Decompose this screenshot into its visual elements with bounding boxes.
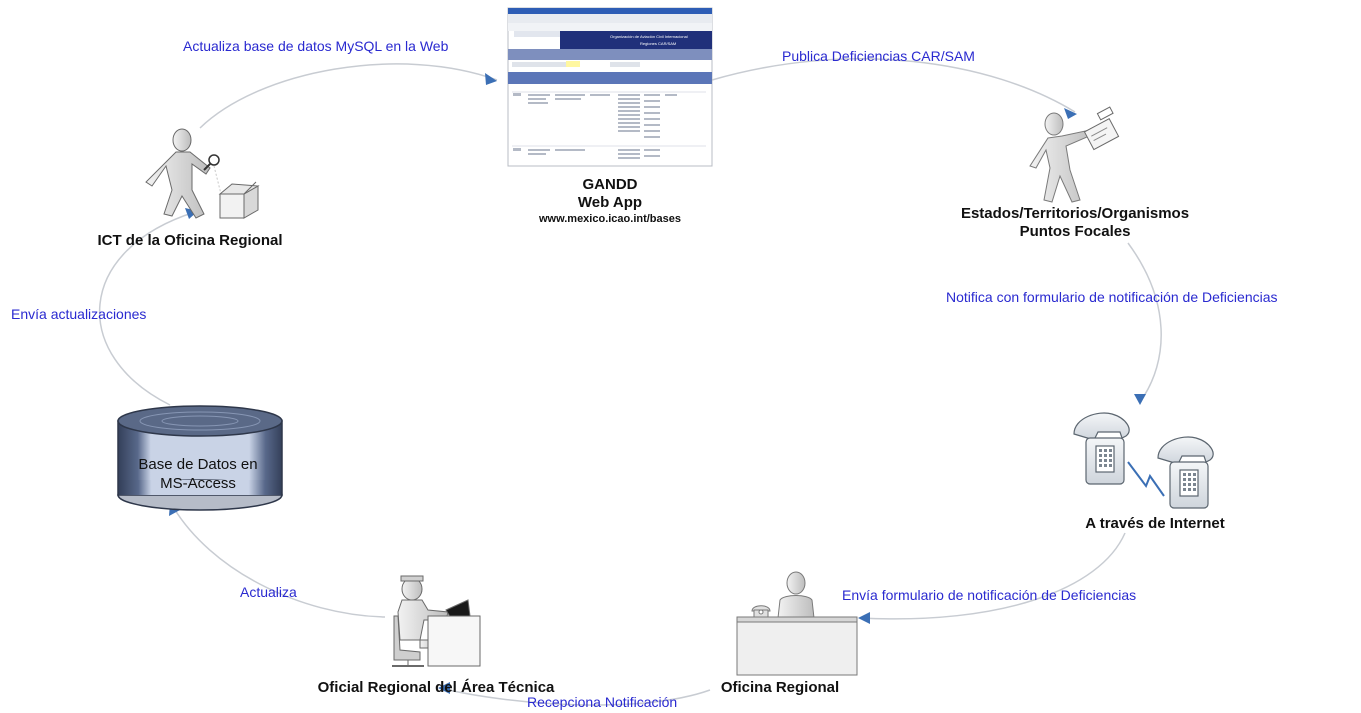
database-label-line1: Base de Datos en — [138, 456, 257, 473]
flow-line-gandd-to-estados — [711, 58, 1076, 113]
lightning-link-icon — [1127, 461, 1165, 497]
estados-node: Estados/Territorios/Organismos Puntos Fo… — [961, 106, 1189, 240]
arrowhead — [1064, 108, 1077, 119]
screenshot-banner-line1: Organización de Aviación Civil Internaci… — [610, 34, 688, 39]
estados-label-line2: Puntos Focales — [1020, 223, 1131, 240]
gandd-title: GANDD — [583, 176, 638, 193]
screenshot-banner-line2: Regiones CAR/SAM — [640, 41, 676, 46]
ict-label: ICT de la Oficina Regional — [97, 232, 282, 249]
arrowhead — [438, 682, 450, 694]
edge-label-recepciona: Recepciona Notificación — [527, 694, 677, 710]
ict-node: ICT de la Oficina Regional — [97, 128, 283, 249]
oficina-node: Oficina Regional — [721, 571, 858, 696]
flow-line-ict-to-gandd — [199, 63, 498, 129]
edge-label-publica: Publica Deficiencias CAR/SAM — [782, 48, 975, 64]
internet-node: A través de Internet — [1073, 412, 1225, 532]
arrowhead — [858, 612, 870, 624]
web-app-screenshot-icon: Organización de Aviación Civil Internaci… — [507, 7, 713, 167]
flow-lines — [98, 58, 1162, 706]
office-worker-computer-icon — [392, 575, 481, 667]
edge-label-envia-formulario: Envía formulario de notificación de Defi… — [842, 587, 1136, 603]
oficina-label: Oficina Regional — [721, 679, 839, 696]
flow-line-oficina-to-oficial — [439, 687, 711, 706]
edge-label-envia-actualizaciones: Envía actualizaciones — [11, 306, 146, 322]
telephone-icon — [1073, 412, 1130, 485]
edge-label-actualiza-mysql: Actualiza base de datos MySQL en la Web — [183, 38, 449, 54]
edge-labels: Actualiza base de datos MySQL en la Web … — [11, 38, 1278, 710]
edge-label-notifica: Notifica con formulario de notificación … — [946, 289, 1278, 305]
edge-label-actualiza: Actualiza — [240, 584, 297, 600]
person-with-document-icon — [1029, 106, 1120, 203]
database-cylinder-icon — [117, 405, 283, 511]
database-node: Base de Datos en MS-Access — [117, 405, 283, 511]
gandd-url: www.mexico.icao.int/bases — [538, 213, 681, 225]
flow-line-database-to-ict — [98, 211, 196, 406]
oficial-node: Oficial Regional del Área Técnica — [318, 575, 555, 696]
gandd-subtitle: Web App — [578, 194, 642, 211]
gandd-node: Organización de Aviación Civil Internaci… — [507, 7, 713, 225]
flow-line-internet-to-oficina — [859, 532, 1126, 620]
arrowhead — [1134, 394, 1146, 405]
telephone-icon — [1157, 436, 1214, 509]
oficial-label: Oficial Regional del Área Técnica — [318, 679, 555, 696]
estados-label-line1: Estados/Territorios/Organismos — [961, 205, 1189, 222]
database-label-line2: MS-Access — [160, 475, 236, 492]
flow-line-estados-to-internet — [1127, 242, 1162, 403]
internet-label: A través de Internet — [1085, 515, 1225, 532]
arrowhead — [485, 73, 497, 85]
flow-line-oficial-to-database — [171, 504, 386, 618]
receptionist-desk-icon — [736, 571, 858, 676]
person-inspecting-box-icon — [145, 128, 260, 219]
